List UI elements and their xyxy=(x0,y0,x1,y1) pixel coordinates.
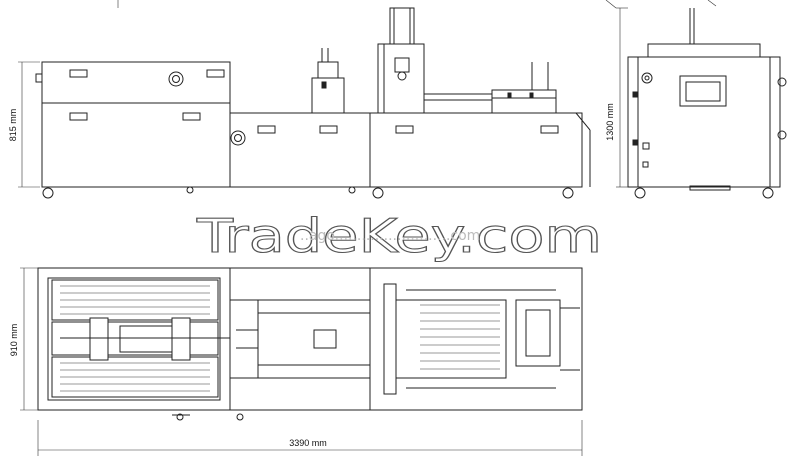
side-height-label: 1300 mm xyxy=(605,103,615,141)
overall-length-label: 3390 mm xyxy=(289,438,327,448)
watermark-brand: TradeKey.com xyxy=(196,209,602,263)
top-width-label: 910 mm xyxy=(9,324,19,357)
front-height-label: 815 mm xyxy=(8,109,18,142)
plan-view: 910 mm 3390 mm xyxy=(9,267,583,456)
side-elevation: 1300 mm xyxy=(605,7,787,199)
watermark-subtext: ..ago..........................com xyxy=(300,228,480,244)
front-elevation: 815 mm xyxy=(8,7,591,199)
